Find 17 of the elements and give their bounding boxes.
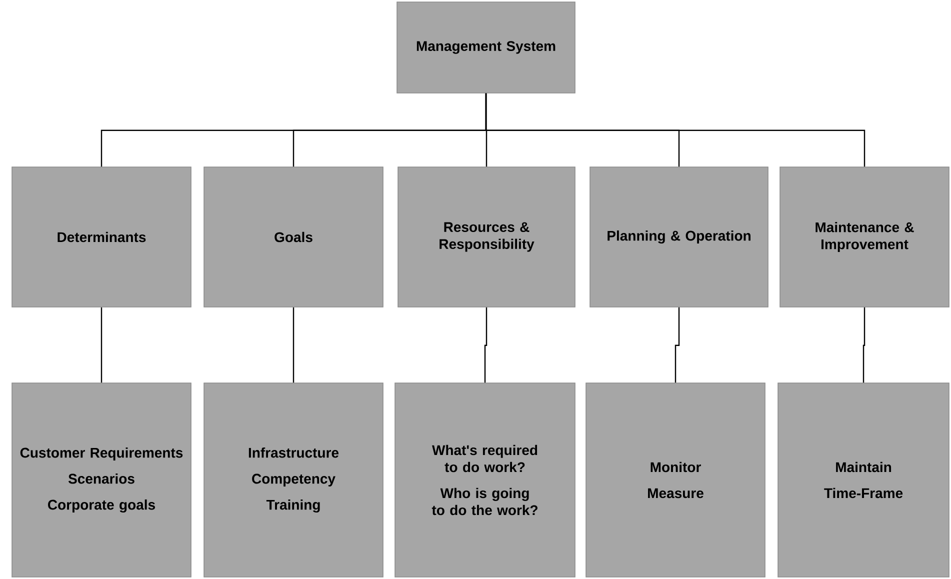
category-box: Maintenance & Improvement xyxy=(780,166,950,308)
category-box: Planning & Operation xyxy=(590,166,768,308)
connector-line xyxy=(862,307,866,383)
system-box: Management System xyxy=(396,2,576,94)
connector-line xyxy=(292,307,294,383)
detail-box: Infrastructure Competency Training xyxy=(204,382,384,578)
detail-box: Monitor Measure xyxy=(586,382,766,578)
detail-box: Maintain Time-Frame xyxy=(778,382,950,578)
connector-line xyxy=(485,93,866,167)
category-box: Resources & Responsibility xyxy=(398,166,576,308)
detail-box: What's required to do work? Who is going to do the work? xyxy=(394,382,576,578)
connector-line xyxy=(674,307,680,383)
category-box: Determinants xyxy=(12,166,192,308)
detail-box: Customer Requirements Scenarios Corporate goals xyxy=(12,382,192,578)
category-box: Goals xyxy=(204,166,384,308)
connector-line xyxy=(100,307,102,383)
connector-line xyxy=(484,307,488,383)
